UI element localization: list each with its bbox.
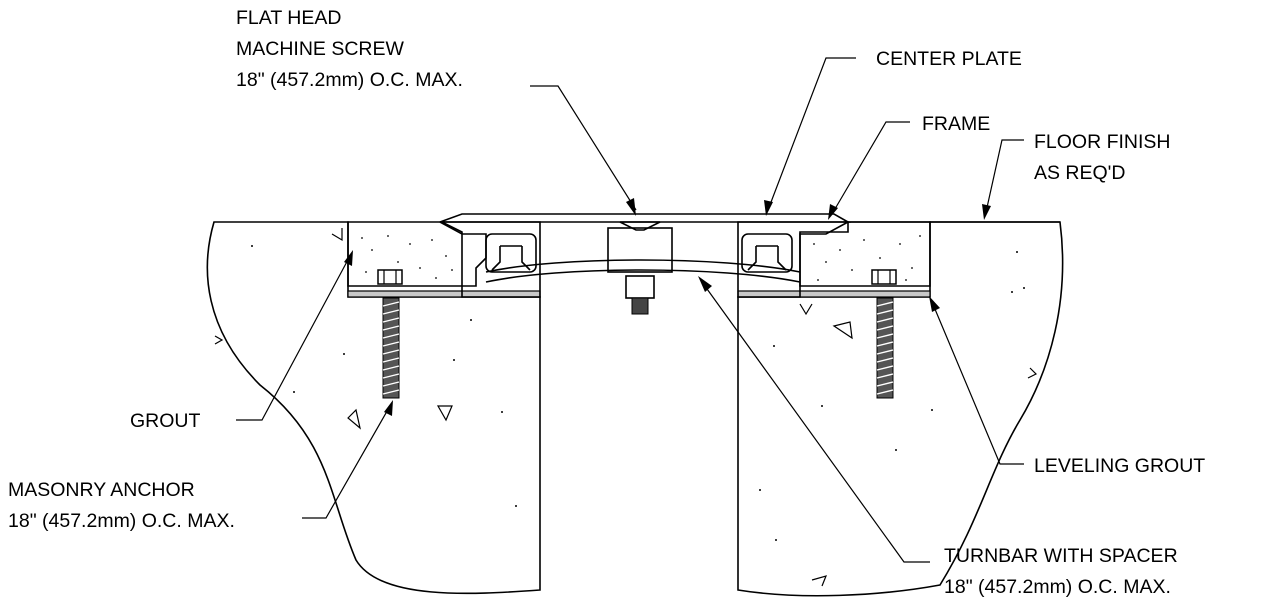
right-frame-pocket <box>741 233 793 273</box>
arrow-center-plate <box>764 200 773 216</box>
right-concrete-slab <box>737 221 1064 597</box>
left-masonry-anchor <box>377 269 403 399</box>
label-center-plate: CENTER PLATE <box>876 48 1022 70</box>
screw-tip <box>631 297 649 315</box>
screw-nut <box>625 275 655 299</box>
concrete-aggregate-marks <box>214 228 1038 587</box>
label-grout: GROUT <box>130 410 201 432</box>
leader-center-plate <box>767 57 856 211</box>
arrow-leveling-grout <box>929 296 940 312</box>
arrow-turnbar <box>698 276 712 292</box>
left-leveling-grout <box>347 290 541 298</box>
label-frame: FRAME <box>922 113 990 135</box>
label-floor-finish: FLOOR FINISH AS REQ'D <box>1034 131 1176 184</box>
label-leveling-grout: LEVELING GROUT <box>1034 455 1205 477</box>
arrow-masonry-anchor <box>384 400 393 416</box>
right-turnbar-clip <box>747 245 787 271</box>
right-grout-block <box>799 221 931 287</box>
label-masonry-anchor: MASONRY ANCHOR 18" (457.2mm) O.C. MAX. <box>8 479 235 532</box>
arrow-flat-head-screw <box>626 198 636 216</box>
left-concrete-slab <box>206 221 541 595</box>
leader-turnbar <box>701 281 930 563</box>
flat-head-screw <box>619 221 661 231</box>
turnbar <box>485 259 801 283</box>
grout-speckle <box>361 235 921 281</box>
left-frame-pocket <box>485 233 537 273</box>
label-turnbar: TURNBAR WITH SPACER 18" (457.2mm) O.C. M… <box>944 545 1183 598</box>
leader-floor-finish <box>985 139 1024 213</box>
arrow-floor-finish <box>982 204 991 220</box>
leader-grout <box>236 255 351 421</box>
leader-leveling-grout <box>931 301 1024 465</box>
center-plate <box>439 213 852 223</box>
leader-flat-head-screw <box>530 85 637 211</box>
left-frame <box>439 221 541 298</box>
arrow-frame <box>828 204 838 220</box>
left-grout-block <box>347 221 463 287</box>
right-masonry-anchor <box>871 269 897 399</box>
leader-masonry-anchor <box>302 405 391 519</box>
left-turnbar-clip <box>491 245 531 271</box>
concrete-speckle <box>251 245 1025 541</box>
center-spacer <box>607 227 673 273</box>
leader-frame <box>831 121 910 215</box>
right-frame <box>737 221 849 298</box>
right-leveling-grout <box>737 290 931 298</box>
label-flat-head-screw: FLAT HEAD MACHINE SCREW 18" (457.2mm) O.… <box>236 7 463 91</box>
arrow-grout <box>344 250 353 266</box>
